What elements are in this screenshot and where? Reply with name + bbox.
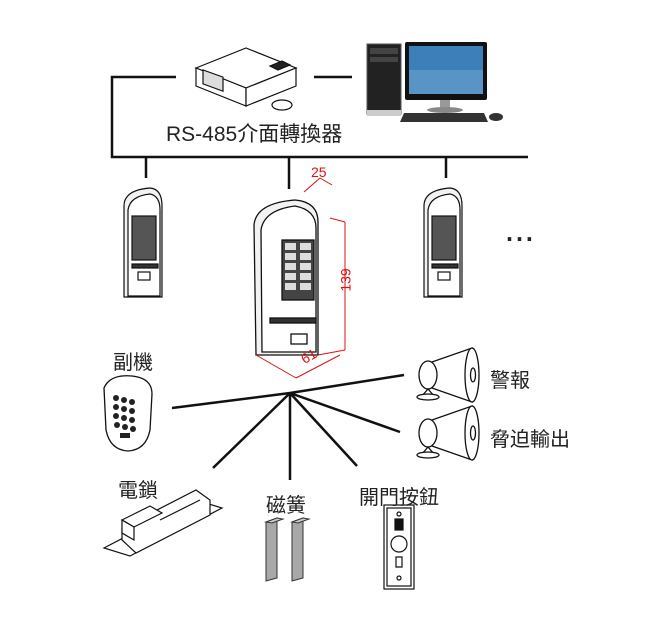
converter-label: RS-485介面轉換器 [166,123,343,146]
reed-switch-label: 磁簧 [266,493,306,517]
exit-button-label: 開門按鈕 [359,485,439,509]
keypad-reader-icon [123,187,163,298]
duress-label: 脅迫輸出 [490,427,570,451]
sub-keypad-icon [103,375,153,452]
dimension-lines [255,177,346,379]
alarm-label: 警報 [490,368,530,392]
desktop-computer-icon [366,42,503,122]
rs485-bus-lines [110,75,528,189]
siren-icon [416,347,480,403]
dimension-height: 139 [337,268,354,292]
keypad-reader-icon [423,187,463,298]
sub-unit-label: 副機 [113,350,153,374]
siren-icon [416,405,480,461]
rs485-converter-icon [194,47,298,111]
exit-button-icon [383,504,415,590]
peripheral-wires [171,373,405,480]
magnetic-reed-icon [264,517,311,582]
electric-lock-label: 電鎖 [118,478,158,502]
more-readers-indicator: ‧‧‧ [506,227,536,251]
keypad-reader-main-icon [253,199,319,356]
dimension-depth: 25 [311,164,327,180]
bus-main-line [110,75,528,159]
electric-lock-icon [102,489,224,557]
